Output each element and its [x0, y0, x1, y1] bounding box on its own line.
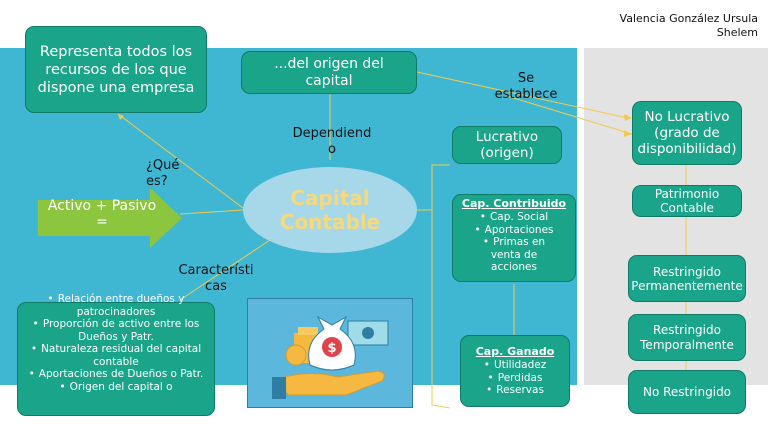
list-item: Relación entre dueños y patrocinadores: [18, 293, 214, 318]
capital-contribuido-box: Cap. Contribuido Cap. Social Aportacione…: [452, 194, 576, 282]
formula-text: Activo + Pasivo =: [47, 198, 157, 230]
characteristics-box: Relación entre dueños y patrocinadores P…: [17, 293, 215, 416]
no-lucrativo-box: No Lucrativo (grado de disponibilidad): [632, 101, 742, 165]
contribuido-list: Cap. Social Aportaciones Primas en venta…: [453, 211, 575, 274]
restringido-temporalmente-box: Restringido Temporalmente: [628, 314, 746, 361]
ganado-title: Cap. Ganado: [475, 345, 555, 359]
formula-arrow-icon: [38, 188, 182, 248]
characteristics-list: Relación entre dueños y patrocinadores P…: [18, 293, 214, 393]
lucrativo-box: Lucrativo (origen): [452, 126, 562, 164]
que-es-label: ¿Qué es?: [146, 158, 180, 189]
ganado-list: Utilidadez Perdidas Reservas: [461, 359, 569, 397]
capital-ganado-box: Cap. Ganado Utilidadez Perdidas Reservas: [460, 335, 570, 407]
list-item: Cap. Social: [453, 211, 575, 224]
list-item: Reservas: [461, 384, 569, 397]
list-item: Naturaleza residual del capital contable: [18, 343, 214, 368]
patrimonio-contable-box: Patrimonio Contable: [632, 185, 742, 217]
list-item: Origen del capital o: [18, 381, 214, 394]
svg-text:$: $: [327, 341, 336, 356]
contribuido-title: Cap. Contribuido: [461, 197, 567, 210]
list-item: Aportaciones: [453, 224, 575, 237]
restringido-permanentemente-box: Restringido Permanentemente: [628, 255, 746, 302]
author-name: Valencia González Ursula Shelem: [619, 12, 758, 39]
list-item: Aportaciones de Dueños o Patr.: [18, 368, 214, 381]
se-establece-label: Se establece: [494, 71, 558, 102]
money-hand-icon: $: [272, 315, 389, 399]
origin-box: ...del origen del capital: [241, 51, 417, 94]
no-restringido-box: No Restringido: [628, 370, 746, 414]
list-item: Utilidadez: [461, 359, 569, 372]
list-item: Proporción de activo entre los Dueños y …: [18, 318, 214, 343]
list-item: Perdidas: [461, 372, 569, 385]
caracteristicas-label: Característi cas: [178, 263, 254, 294]
capital-contable-ellipse: Capital Contable: [243, 167, 417, 253]
definition-box: Representa todos los recursos de los que…: [25, 26, 207, 113]
money-bag-illustration: $: [247, 298, 413, 408]
list-item: Primas en venta de acciones: [453, 236, 575, 274]
dependiendo-label: Dependiend o: [292, 126, 372, 157]
